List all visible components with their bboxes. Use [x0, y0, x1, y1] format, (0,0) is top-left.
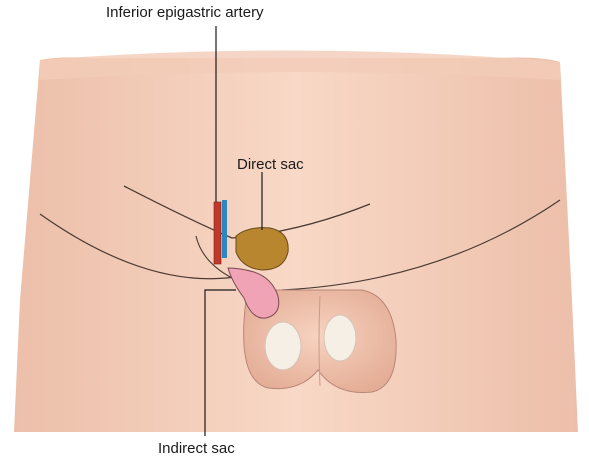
testis-right: [324, 315, 356, 361]
testis-left: [265, 322, 301, 370]
epigastric-vein-vessel: [222, 200, 227, 258]
epigastric-artery-vessel: [214, 202, 221, 264]
direct-sac: [236, 228, 288, 270]
label-indirect-sac: Indirect sac: [158, 440, 235, 457]
label-inferior-epigastric-artery: Inferior epigastric artery: [106, 4, 264, 21]
label-direct-sac: Direct sac: [237, 156, 304, 173]
